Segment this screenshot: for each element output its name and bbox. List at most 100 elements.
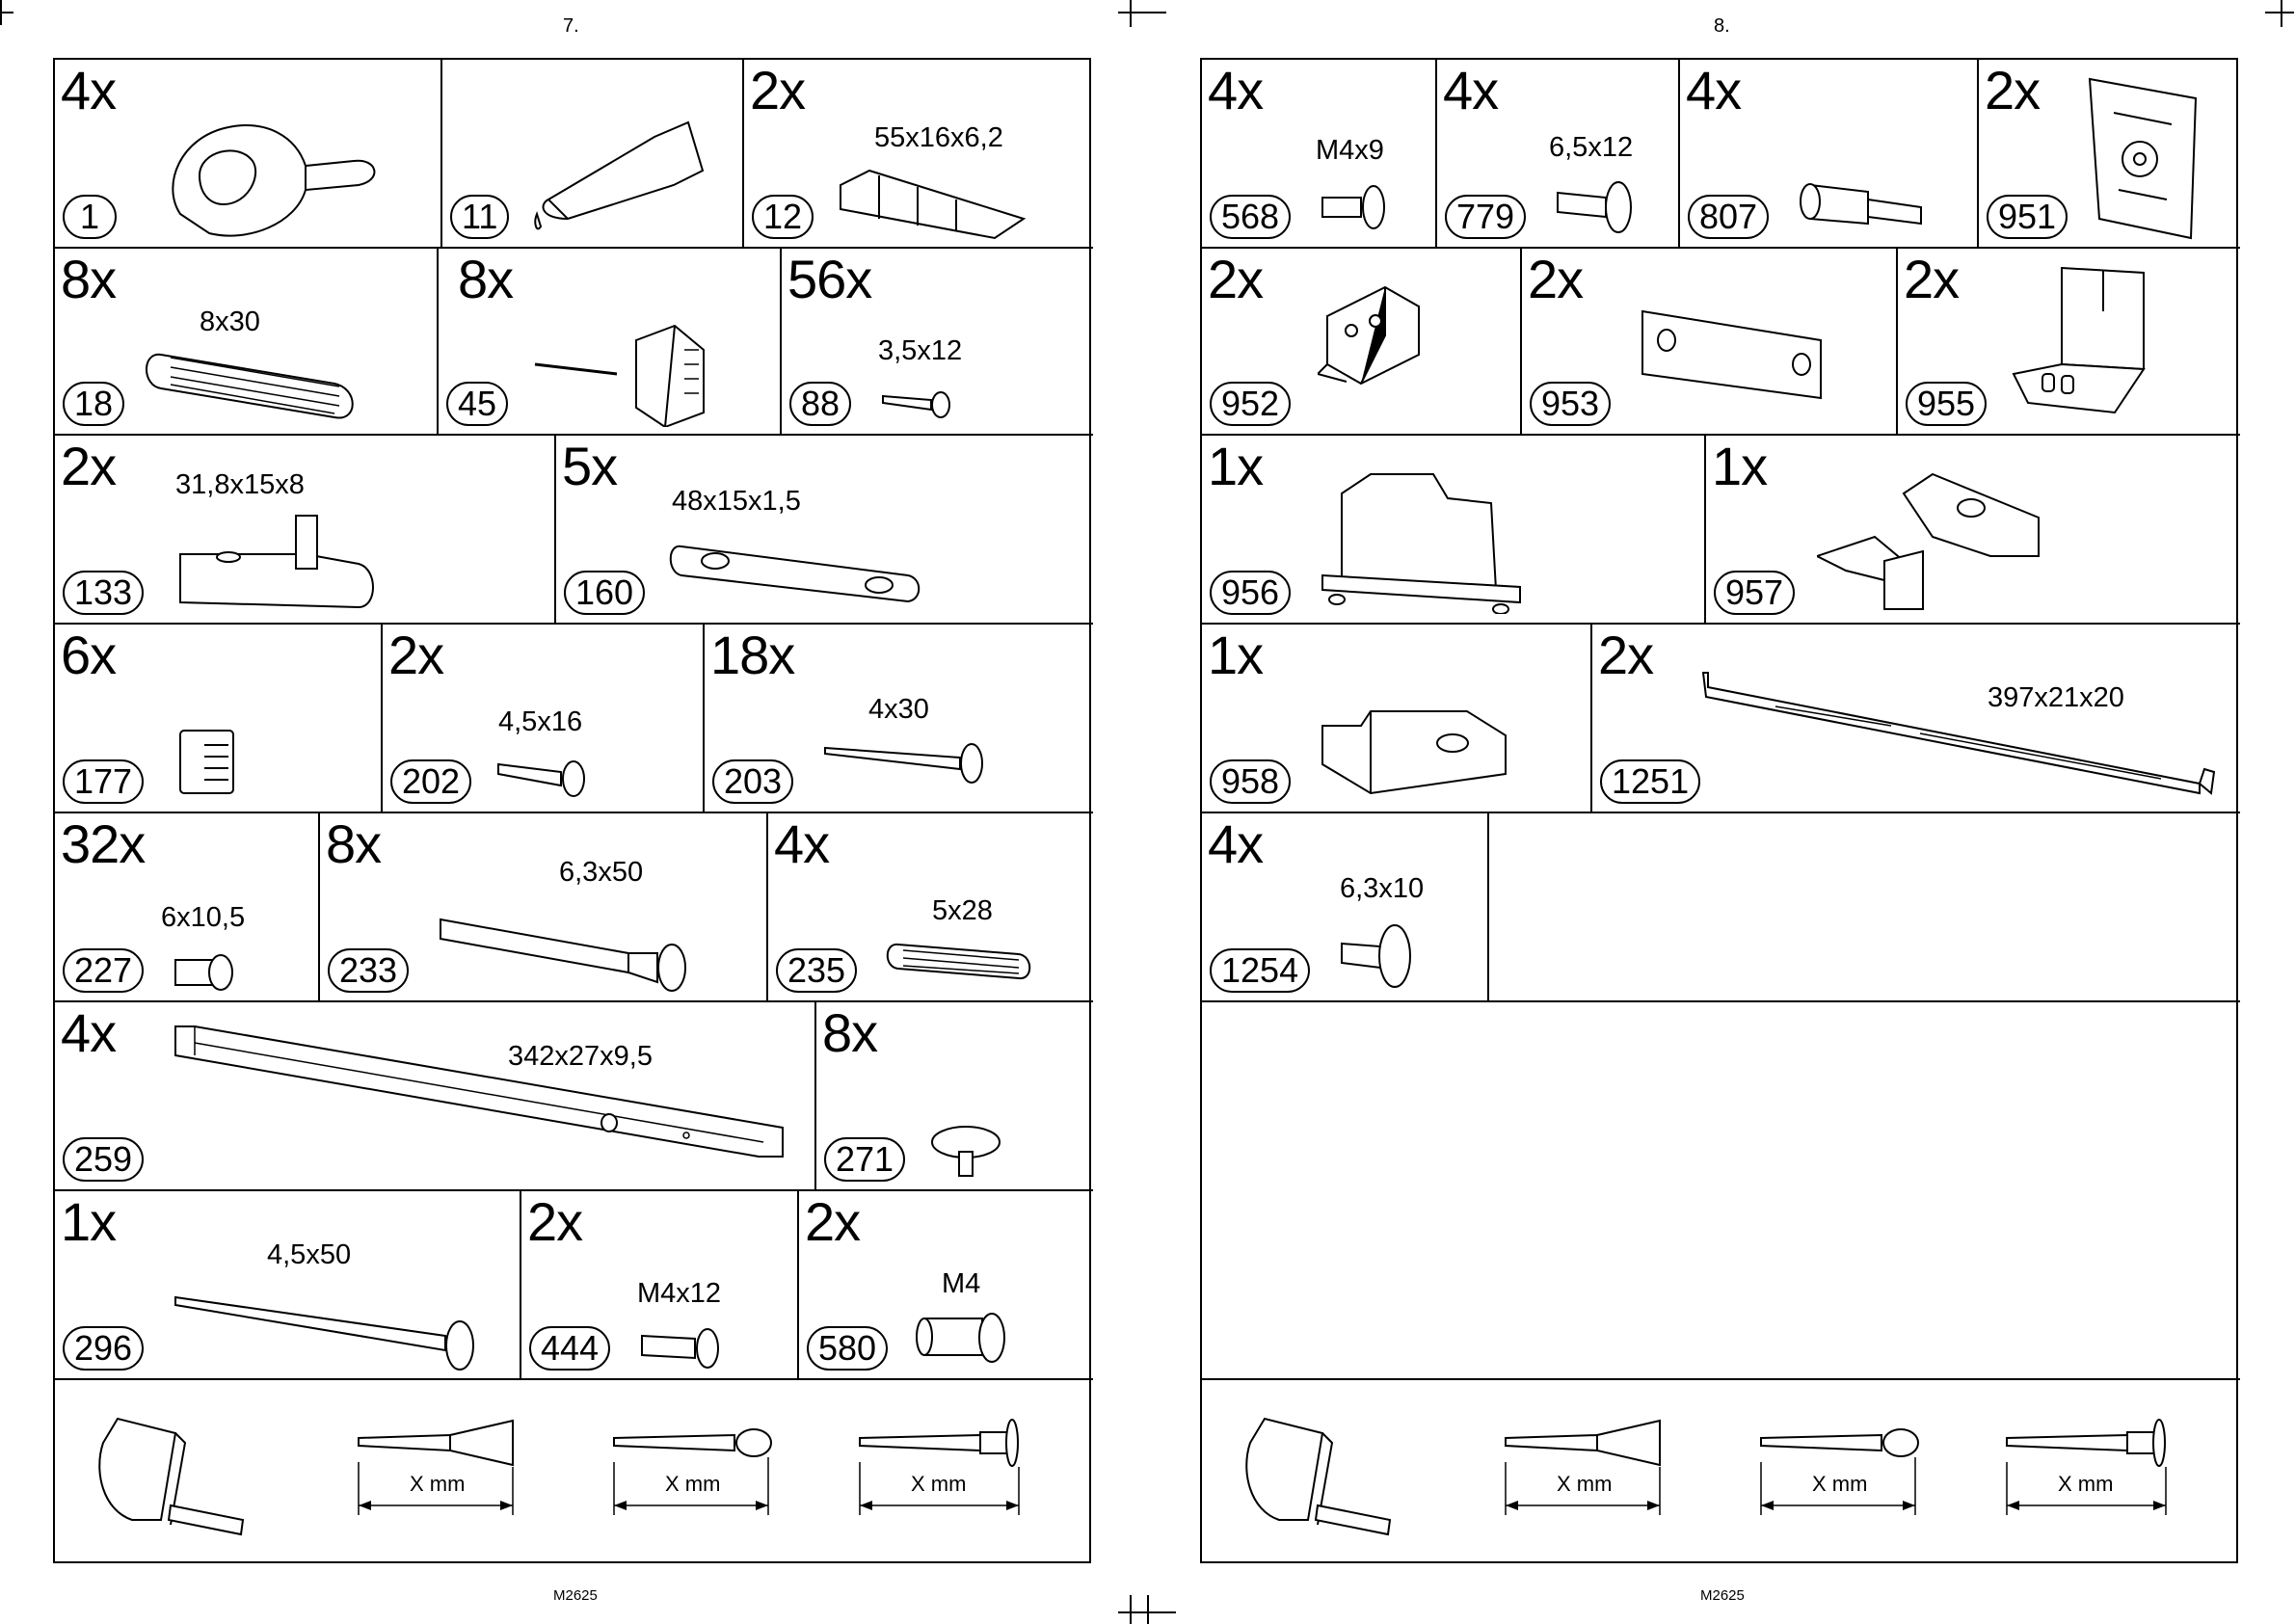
part-size: 6,3x50 (559, 857, 644, 888)
part-quantity: 56x (787, 249, 872, 309)
part-number: 779 (1445, 195, 1527, 239)
part-quantity: 1x (1208, 436, 1264, 496)
part-size: 6,3x10 (1340, 873, 1425, 904)
machine-screw-icon (641, 1328, 719, 1369)
part-quantity: 2x (61, 436, 117, 496)
part-cell-227: 32x 6x10,5 227 (55, 813, 320, 1002)
part-number: 807 (1688, 195, 1770, 239)
part-quantity: 1x (61, 1191, 117, 1252)
measure-label: X mm (410, 1472, 466, 1496)
footer-code: M2625 (1700, 1587, 1745, 1604)
part-cell-1254: 4x 6,3x10 1254 (1202, 813, 1489, 1002)
mounting-bracket-icon (2012, 266, 2146, 414)
mending-plate-icon (669, 545, 921, 603)
pan-head-screw-measure-icon (859, 1419, 1020, 1515)
part-number: 958 (1210, 759, 1292, 804)
part-cell-160: 5x 48x15x1,5 160 (556, 436, 1093, 625)
part-number: 296 (63, 1326, 145, 1371)
part-quantity: 4x (1686, 60, 1742, 120)
corner-bracket-screw-icon (534, 324, 705, 427)
part-cell-296: 1x 4,5x50 296 (55, 1191, 521, 1380)
part-number: 259 (63, 1137, 145, 1182)
part-cell-1: 4x 1 (55, 60, 442, 249)
part-cell-568: 4x M4x9 568 (1202, 60, 1437, 249)
cam-lock-icon (172, 124, 376, 237)
confirmat-screw-icon (440, 918, 686, 992)
part-size: M4x9 (1316, 135, 1384, 166)
machine-screw-icon (1321, 185, 1385, 229)
wooden-dowel-icon (146, 353, 354, 419)
part-quantity: 2x (750, 60, 806, 120)
part-quantity: 2x (1528, 249, 1584, 309)
part-cell-807: 4x 807 (1680, 60, 1979, 249)
part-quantity: 1x (1712, 436, 1768, 496)
part-quantity: 4x (61, 1002, 117, 1063)
part-cell-45: 8x 45 (439, 249, 782, 436)
part-cell-11: 11 (442, 60, 744, 249)
part-quantity: 2x (1985, 60, 2041, 120)
part-quantity: 18x (710, 625, 795, 685)
part-number: 160 (564, 571, 646, 615)
part-quantity: 2x (805, 1191, 861, 1252)
part-quantity: 5x (562, 436, 618, 496)
part-cell-955: 2x 955 (1898, 249, 2240, 436)
part-quantity: 8x (326, 813, 382, 874)
wedge-shims-icon (840, 169, 1027, 240)
part-number: 1 (63, 195, 117, 239)
part-cell-203: 18x 4x30 203 (705, 625, 1093, 813)
part-quantity: 6x (61, 625, 117, 685)
part-size: M4x12 (637, 1278, 722, 1309)
part-size: 342x27x9,5 (508, 1041, 653, 1072)
part-cell-235: 4x 5x28 235 (768, 813, 1093, 1002)
part-cell-956: 1x 956 (1202, 436, 1706, 625)
parts-grid: 4x 1 11 2x 55x16x6,2 12 (53, 58, 1093, 1563)
small-dowel-icon (886, 943, 1031, 980)
part-cell-202: 2x 4,5x16 202 (383, 625, 705, 813)
part-quantity: 1x (1208, 625, 1264, 685)
cover-cap-icon (931, 1126, 1001, 1177)
part-number: 235 (776, 948, 858, 993)
part-size: 4x30 (868, 694, 929, 725)
part-number: 11 (450, 195, 510, 239)
part-number: 177 (63, 759, 145, 804)
part-quantity: 8x (61, 249, 117, 309)
part-number: 227 (63, 948, 145, 993)
measure-label: X mm (1557, 1472, 1613, 1496)
part-number: 12 (752, 195, 814, 239)
part-size: 5x28 (932, 895, 993, 926)
part-number: 271 (824, 1137, 906, 1182)
angle-bracket-icon (1318, 285, 1420, 386)
part-cell-259: 4x 342x27x9,5 259 (55, 1002, 816, 1191)
measure-label: X mm (2058, 1472, 2114, 1496)
part-number: 952 (1210, 382, 1292, 426)
steel-rod-icon (1701, 672, 2216, 795)
round-head-screw-measure-icon (1760, 1428, 1919, 1515)
measure-label: X mm (665, 1472, 721, 1496)
part-cell-953: 2x 953 (1522, 249, 1898, 436)
part-cell-779: 4x 6,5x12 779 (1437, 60, 1680, 249)
part-size: 4,5x50 (267, 1239, 352, 1270)
part-quantity: 2x (1208, 249, 1264, 309)
footer-code: M2625 (553, 1587, 598, 1604)
part-number: 568 (1210, 195, 1292, 239)
countersunk-screw-measure-icon (358, 1419, 514, 1515)
short-screw-icon (497, 760, 585, 797)
part-size: 31,8x15x8 (175, 469, 305, 500)
part-size: 397x21x20 (1988, 682, 2124, 713)
insert-nut-icon (174, 954, 233, 991)
part-number: 1251 (1600, 759, 1701, 804)
part-number: 88 (789, 382, 852, 426)
crop-mark (0, 12, 13, 13)
round-head-screw-measure-icon (613, 1428, 772, 1515)
part-quantity: 8x (458, 249, 514, 309)
part-cell-133: 2x 31,8x15x8 133 (55, 436, 556, 625)
part-number: 955 (1906, 382, 1988, 426)
part-quantity: 2x (388, 625, 444, 685)
small-screw-icon (882, 391, 950, 418)
crop-mark (1147, 1595, 1149, 1624)
long-screw-icon (174, 1295, 474, 1371)
part-size: 4,5x16 (498, 706, 583, 737)
measure-label: X mm (1812, 1472, 1868, 1496)
door-stop-icon (1321, 473, 1521, 614)
crop-mark (1130, 0, 1132, 27)
